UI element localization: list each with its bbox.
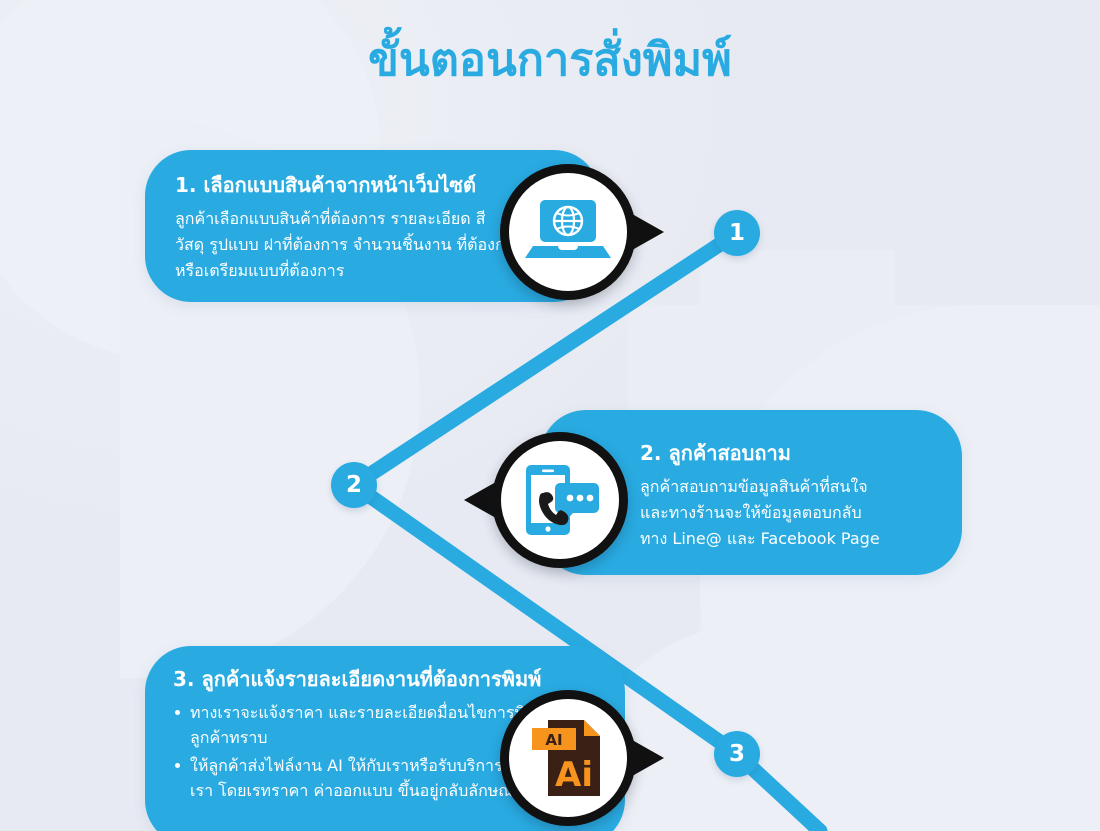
- step-2-body-line-3: ทาง Line@ และ Facebook Page: [640, 528, 880, 548]
- step-2-body: ลูกค้าสอบถามข้อมูลสินค้าที่สนใจ และทางร้…: [640, 474, 936, 552]
- step-3-icon-bubble: AI Ai: [500, 690, 664, 826]
- step-badge-1[interactable]: 1: [714, 210, 760, 256]
- step-badge-2[interactable]: 2: [331, 462, 377, 508]
- step-1-icon-bubble: [500, 164, 664, 300]
- ai-large-label: Ai: [555, 755, 593, 795]
- page-title: ขั้นตอนการสั่งพิมพ์: [368, 33, 732, 86]
- step-2-body-line-2: และทางร้านจะให้ข้อมูลตอบกลับ: [640, 502, 862, 522]
- ai-small-label: AI: [545, 731, 562, 749]
- adobe-illustrator-file-icon: AI Ai: [500, 690, 636, 826]
- step-3-bullet-list: ทางเราจะแจ้งราคา และรายละเอียดมื่อนไขการ…: [173, 700, 599, 803]
- step-2-heading: 2. ลูกค้าสอบถาม: [640, 441, 791, 465]
- phone-chat-icon: [492, 432, 628, 568]
- step-3-bullet-2: ให้ลูกค้าส่งไฟล์งาน AI ให้กับเราหรือรับบ…: [173, 753, 599, 804]
- step-badge-3[interactable]: 3: [714, 731, 760, 777]
- step-3-heading: 3. ลูกค้าแจ้งรายละเอียดงานที่ต้องการพิมพ…: [173, 667, 542, 691]
- step-2-icon-bubble: [464, 432, 628, 568]
- step-3-bullet-1: ทางเราจะแจ้งราคา และรายละเอียดมื่อนไขการ…: [173, 700, 599, 751]
- step-2-body-line-1: ลูกค้าสอบถามข้อมูลสินค้าที่สนใจ: [640, 477, 868, 496]
- laptop-globe-icon: [500, 164, 636, 300]
